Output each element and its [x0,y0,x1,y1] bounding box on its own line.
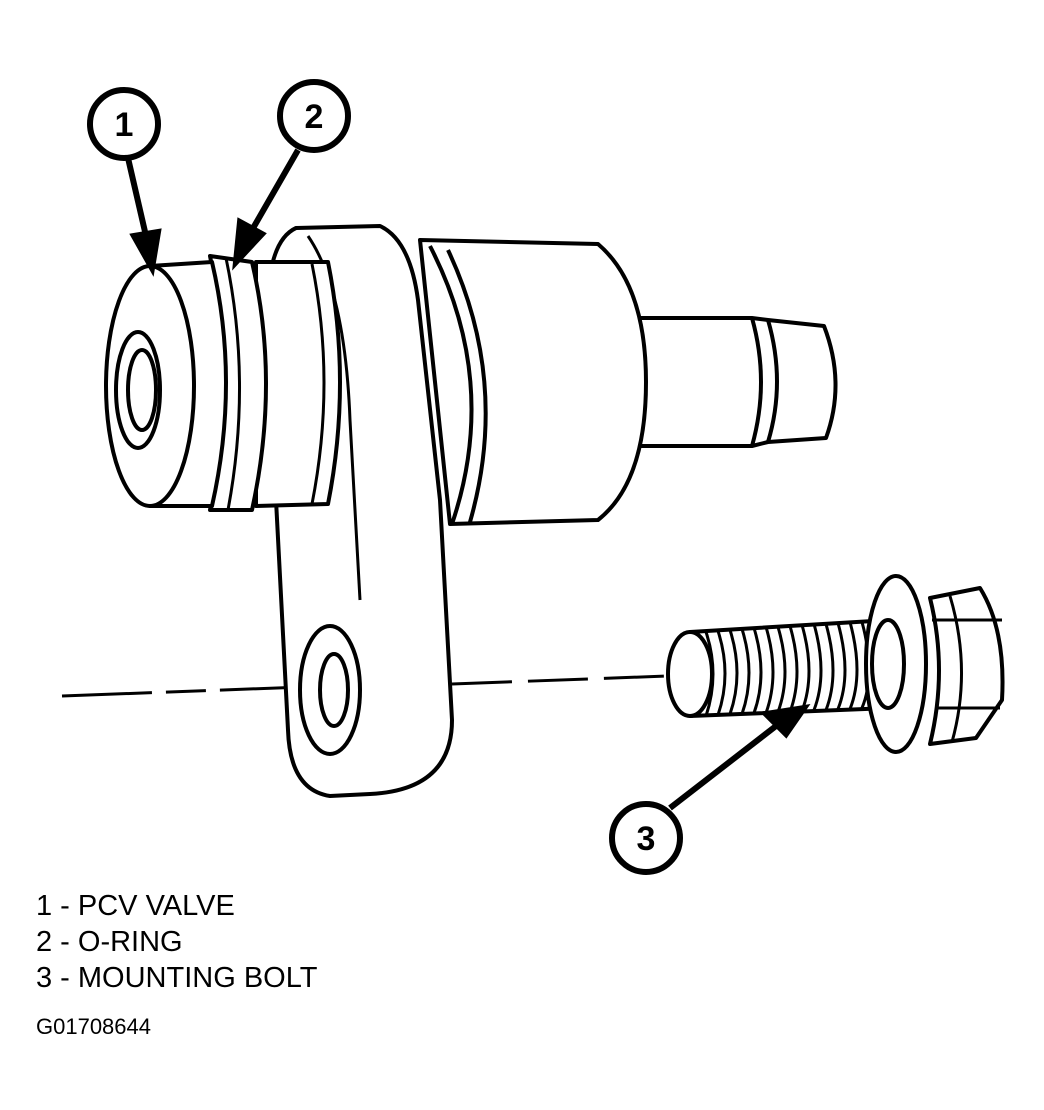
legend-item-o-ring: 2 - O-RING [36,926,183,958]
callout-3: 3 [609,801,683,875]
legend: 1 - PCV VALVE 2 - O-RING 3 - MOUNTING BO… [36,888,317,996]
arrowhead-3 [759,703,811,739]
mounting-bolt-shape [666,574,1005,754]
callout-3-leader [668,723,778,811]
valve-front-nose [104,260,228,508]
callout-1-number: 1 [115,106,134,144]
leader-arrows [125,148,811,811]
callout-3-number: 3 [637,820,656,858]
legend-item-mounting-bolt: 3 - MOUNTING BOLT [36,962,318,994]
legend-item-pcv-valve: 1 - PCV VALVE [36,890,235,922]
callout-2: 2 [277,79,351,153]
callout-2-number: 2 [305,98,324,136]
figure-id: G01708644 [36,1014,151,1039]
callout-1: 1 [87,87,161,161]
arrowhead-1 [129,228,162,277]
arrowhead-2 [232,217,267,271]
valve-hose-nipple [618,316,838,448]
callout-2-leader [249,148,301,232]
callout-1-leader [125,157,149,237]
valve-front-body [254,260,342,508]
valve-rear-body [418,238,648,526]
